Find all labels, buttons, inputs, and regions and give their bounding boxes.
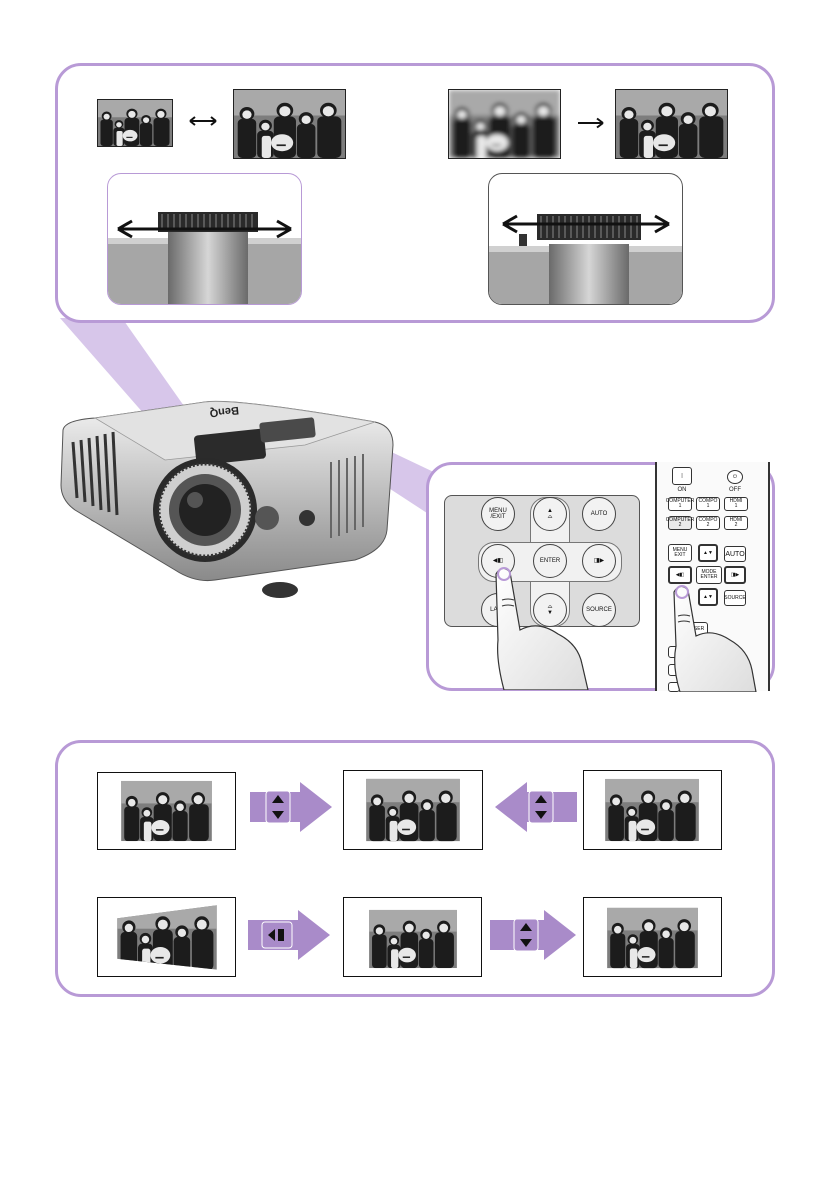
- small-image-thumbnail: [97, 99, 173, 147]
- focus-ring-illustration: [488, 173, 683, 305]
- remote-on-label: ON: [672, 487, 692, 494]
- keypad-up-keystone-button[interactable]: ▲⌓: [533, 497, 567, 531]
- remote-computer1-button[interactable]: COMPUTER 1: [668, 497, 692, 511]
- remote-on-button[interactable]: |: [672, 467, 692, 485]
- remote-compo2-button[interactable]: COMPO 2: [696, 516, 720, 530]
- remote-menu-exit-button[interactable]: MENU EXIT: [668, 544, 692, 562]
- keypad-menu-exit-label: MENU /EXIT: [489, 508, 507, 521]
- projector-illustration: BenQ: [55, 390, 400, 605]
- finger-pressing-remote: [664, 580, 774, 692]
- sharp-image-thumbnail: [615, 89, 728, 159]
- keystone-skewed-image: [97, 897, 236, 977]
- keystone-horizontal-arrow: [248, 910, 330, 960]
- blurred-image-thumbnail: [448, 89, 561, 159]
- remote-auto-button[interactable]: AUTO: [724, 546, 746, 562]
- remote-computer2-button[interactable]: COMPUTER 2: [668, 516, 692, 530]
- remote-off-label: OFF: [725, 487, 745, 494]
- keystone-correct-arrow-right: [250, 782, 332, 832]
- remote-hdmi2-button[interactable]: HDMI 2: [724, 516, 748, 530]
- remote-hdmi1-button[interactable]: HDMI 1: [724, 497, 748, 511]
- zoom-ring-illustration: [107, 173, 302, 305]
- keypad-auto-label: AUTO: [591, 511, 608, 517]
- keypad-auto-button[interactable]: AUTO: [582, 497, 616, 531]
- keystone-vertical-arrow: [490, 910, 576, 960]
- keystone-bottom-wide-image: [583, 770, 722, 850]
- keystone-corrected-image-1: [343, 770, 483, 850]
- keystone-correct-arrow-left: [495, 782, 577, 832]
- keypad-menu-exit-button[interactable]: MENU /EXIT: [481, 497, 515, 531]
- remote-compo1-button[interactable]: COMPO 1: [696, 497, 720, 511]
- remote-off-button[interactable]: ⏻: [727, 470, 743, 484]
- remote-up-keystone-button[interactable]: ▲▼: [698, 544, 718, 562]
- large-image-thumbnail: [233, 89, 346, 159]
- right-arrow-icon: [576, 117, 606, 129]
- keystone-top-wide-image: [97, 772, 236, 850]
- finger-pressing-keypad: [478, 560, 598, 690]
- double-arrow-icon: [188, 115, 218, 127]
- keystone-partially-corrected-image: [343, 897, 482, 977]
- keystone-fully-corrected-image: [583, 897, 722, 977]
